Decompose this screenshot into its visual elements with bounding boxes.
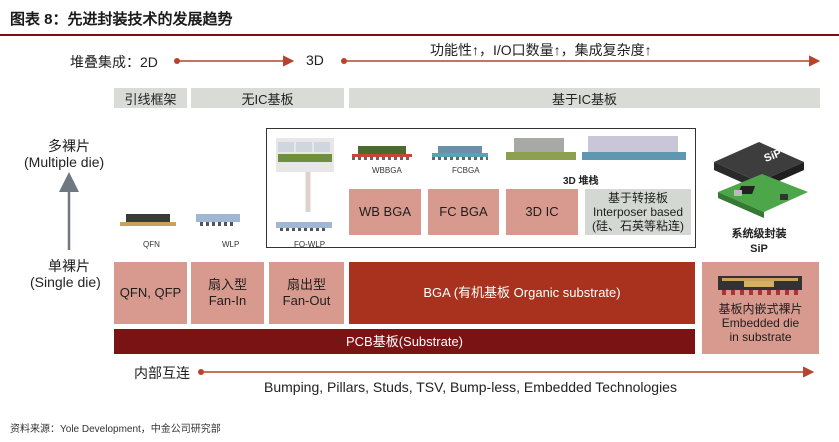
fowlp-package-image [276,222,332,232]
embedded-die-box: 基板内嵌式裸片 Embedded die in substrate [702,262,819,354]
category-lead-frame: 引线框架 [114,88,187,108]
bga-box: BGA (有机基板 Organic substrate) [349,262,695,324]
sip-label: 系统级封装 SiP [731,228,787,255]
stack-3d-label: 3D [306,52,324,68]
sip-package-image [714,142,808,218]
pcb-substrate-bar: PCB基板(Substrate) [114,329,695,354]
multi-die-label-en: (Multiple die) [24,154,105,170]
embedded-die-label: 基板内嵌式裸片 Embedded die in substrate [718,302,803,344]
wbbga-package-image [352,146,412,160]
interposer-box: 基于转接板 Interposer based (硅、石英等粘连) [585,189,691,235]
wlp-package-image [196,214,240,228]
category-no-ic-substrate: 无IC基板 [191,88,344,108]
single-die-label-en: (Single die) [30,274,101,290]
fan-in-box: 扇入型 Fan-In [191,262,264,324]
embedded-die-image [718,272,802,296]
fowlp-image-caption: FO-WLP [294,240,326,249]
complexity-label: 功能性↑，I/O口数量↑，集成复杂度↑ [430,42,652,58]
three-d-ic-box: 3D IC [506,189,578,235]
category-ic-substrate: 基于IC基板 [349,88,820,108]
wb-bga-box: WB BGA [349,189,421,235]
source-note: 资料来源：Yole Development，中金公司研究部 [10,424,221,435]
qfn-image-caption: QFN [143,240,160,249]
three-d-stack-label: 3D 堆栈 [563,176,599,187]
single-die-label: 单裸片 [48,258,90,274]
three-d-ic-image [506,134,690,168]
wlp-image-caption: WLP [222,240,240,249]
qfn-qfp-box: QFN, QFP [114,262,187,324]
interconnect-technologies: Bumping, Pillars, Studs, TSV, Bump-less,… [264,379,677,395]
fan-out-box: 扇出型 Fan-Out [269,262,344,324]
fc-bga-box: FC BGA [428,189,499,235]
qfn-package-image [120,214,176,228]
stack-2d-label: 堆叠集成：2D [70,54,158,70]
interconnect-label: 内部互连 [134,365,190,381]
multi-die-fowlp-image [276,138,334,172]
figure-title: 图表 8：先进封装技术的发展趋势 [10,11,233,28]
fcbga-image-caption: FCBGA [452,166,480,175]
multi-die-label: 多裸片 [48,138,90,154]
title-rule [0,34,839,36]
wbbga-image-caption: WBBGA [372,166,402,175]
fcbga-package-image [432,146,488,160]
three-d-stack-frame [266,128,696,248]
